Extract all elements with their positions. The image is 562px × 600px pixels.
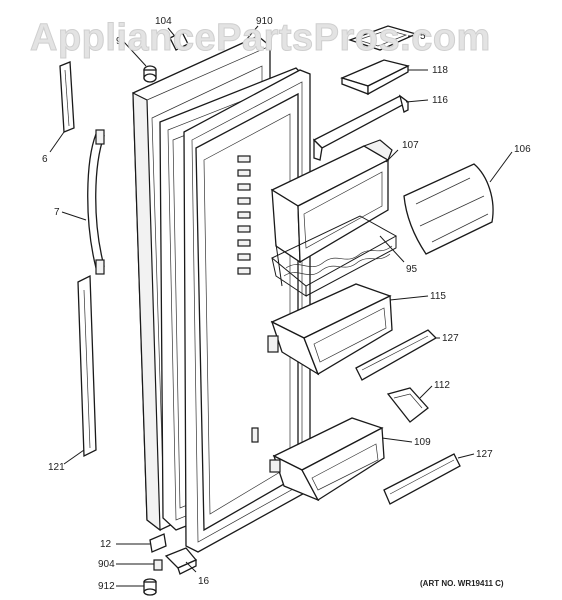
callout-107: 107 xyxy=(402,140,419,151)
callout-104: 104 xyxy=(155,16,172,27)
part-118-tray xyxy=(340,59,410,96)
part-7-handle xyxy=(87,129,105,275)
callout-7: 7 xyxy=(54,207,60,218)
art-number: (ART NO. WR19411 C) xyxy=(420,579,504,588)
callout-6: 6 xyxy=(42,154,48,165)
callout-910: 910 xyxy=(256,16,273,27)
callout-127-upper: 127 xyxy=(442,333,459,344)
part-16-hinge xyxy=(164,547,198,575)
part-5-cover xyxy=(348,25,418,51)
callout-5: 5 xyxy=(420,31,426,42)
part-6-trim xyxy=(59,61,75,133)
leader-lines xyxy=(49,25,513,587)
part-12-bracket xyxy=(149,533,167,553)
callout-904: 904 xyxy=(98,559,115,570)
part-121-trim xyxy=(77,274,97,458)
callout-127-lower: 127 xyxy=(476,449,493,460)
part-9-bushing xyxy=(143,65,157,83)
part-107-bin xyxy=(270,139,393,264)
part-95-wire-rack xyxy=(271,215,398,297)
callout-95: 95 xyxy=(406,264,418,275)
callout-16: 16 xyxy=(198,576,210,587)
part-912-bushing xyxy=(143,578,157,596)
callout-912: 912 xyxy=(98,581,115,592)
callout-109: 109 xyxy=(414,437,431,448)
callout-118: 118 xyxy=(432,65,448,76)
part-109-bin xyxy=(269,417,385,502)
callout-121: 121 xyxy=(48,462,65,473)
callout-115: 115 xyxy=(430,291,446,302)
callout-12: 12 xyxy=(100,539,112,550)
liner-ridges xyxy=(237,155,251,275)
callout-labels: 104 910 9 5 118 116 6 107 106 7 95 115 1… xyxy=(42,16,531,592)
callout-9: 9 xyxy=(116,36,122,47)
part-904-pin xyxy=(153,559,163,571)
part-106-cover xyxy=(403,163,494,255)
part-115-bin xyxy=(267,283,393,376)
watermark-text: AppliancePartsPros.com xyxy=(30,17,491,59)
callout-106: 106 xyxy=(514,144,531,155)
callout-116: 116 xyxy=(432,95,448,106)
part-112-cover xyxy=(386,387,429,423)
door-stop xyxy=(251,427,259,443)
part-127-front-lower xyxy=(383,453,461,505)
callout-112: 112 xyxy=(434,380,450,391)
